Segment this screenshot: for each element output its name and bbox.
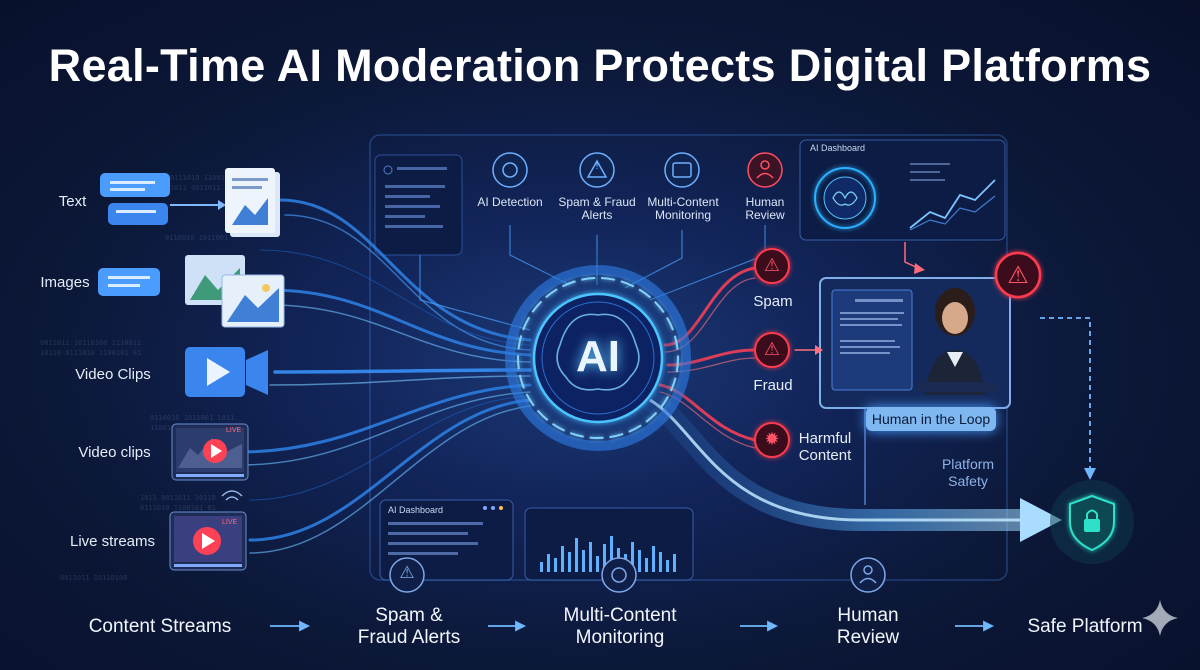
activity-bar <box>596 556 599 572</box>
pipeline-content-streams: Content Streams <box>88 616 232 637</box>
ai-hub-graphic <box>488 248 708 468</box>
pipeline-multi-line2: Monitoring <box>575 627 665 648</box>
warning-triangle-icon: ! <box>594 161 599 172</box>
activity-bar <box>645 558 648 572</box>
video-clips-2-graphic <box>171 423 249 481</box>
svg-text:0111010 1100101 01: 0111010 1100101 01 <box>140 504 216 512</box>
pipeline-spam-line1: Spam & <box>375 605 443 626</box>
activity-bar <box>631 542 634 572</box>
input-label-text: Text <box>58 193 87 210</box>
activity-bar <box>610 536 613 572</box>
page-title: Real-Time AI Moderation Protects Digital… <box>48 40 1152 91</box>
activity-bar <box>673 554 676 572</box>
svg-text:1011 0011011 10110: 1011 0011011 10110 <box>140 494 216 502</box>
activity-bar <box>652 546 655 572</box>
svg-text:10110 0111010 1100101 01: 10110 0111010 1100101 01 <box>40 349 141 357</box>
input-label-video-clips: Video Clips <box>75 366 151 383</box>
human-in-the-loop-badge: Human in the Loop <box>866 407 996 431</box>
pipeline-human-line2: Review <box>836 627 900 648</box>
feature-ai-detection: AI Detection <box>477 195 543 209</box>
input-label-live-streams: Live streams <box>69 533 156 550</box>
feature-human-line1: Human <box>745 195 785 209</box>
input-label-video-clips-2: Video clips <box>78 444 151 461</box>
top-feature-icons <box>492 152 783 188</box>
alert-badges <box>754 248 1042 458</box>
pipeline-icons <box>389 557 886 593</box>
video-clips-graphic <box>185 347 268 397</box>
svg-text:0111010 1100101: 0111010 1100101 <box>170 174 233 182</box>
activity-bar <box>575 538 578 572</box>
live-streams-graphic <box>169 490 247 571</box>
live-badge-1: LIVE <box>226 427 242 434</box>
sparkle-decoration <box>1142 600 1178 636</box>
svg-text:1011 0011011 10: 1011 0011011 10 <box>170 184 233 192</box>
feature-human-line2: Review <box>745 208 785 222</box>
pipeline-human-line1: Human <box>837 605 899 626</box>
activity-bar <box>547 554 550 572</box>
alert-label-harmful-line1: Harmful <box>798 430 852 447</box>
pipeline-multi-line1: Multi-Content <box>563 605 677 626</box>
activity-bar <box>540 562 543 572</box>
spam-alert-icon: ⚠ <box>763 255 781 276</box>
feature-multi-line2: Monitoring <box>654 208 712 222</box>
pipeline-safe-platform: Safe Platform <box>1027 616 1143 637</box>
activity-bar <box>666 560 669 572</box>
text-input-graphic <box>100 168 280 237</box>
activity-bar <box>589 542 592 572</box>
fraud-alert-icon: ⚠ <box>763 339 781 360</box>
bottom-dashboard-title: AI Dashboard <box>388 505 444 515</box>
activity-bar <box>561 546 564 572</box>
monitor-alert-icon: ⚠ <box>1007 261 1029 289</box>
activity-bar <box>659 552 662 572</box>
ai-hub-label: AI <box>576 332 620 381</box>
alert-label-harmful-line2: Content <box>798 447 852 464</box>
activity-bar <box>603 544 606 572</box>
top-dashboard-title: AI Dashboard <box>810 143 866 153</box>
alert-label-spam: Spam <box>753 293 793 310</box>
activity-bar <box>582 550 585 572</box>
activity-bar <box>568 552 571 572</box>
live-badge-2: LIVE <box>222 519 238 526</box>
svg-text:0110010 1011001: 0110010 1011001 <box>165 234 228 242</box>
platform-safety-line2: Safety <box>948 473 988 489</box>
alert-label-fraud: Fraud <box>753 377 793 394</box>
svg-text:0011011 10110100 1110011: 0011011 10110100 1110011 <box>40 339 141 347</box>
input-flow-lines <box>238 198 532 554</box>
activity-bar <box>554 558 557 572</box>
shield-graphic <box>1050 480 1134 564</box>
activity-bar <box>638 550 641 572</box>
pipeline-spam-line2: Fraud Alerts <box>357 627 461 648</box>
feature-spam-fraud-line1: Spam & Fraud <box>558 195 636 209</box>
pipeline-alert-icon: ⚠ <box>399 563 415 583</box>
svg-text:0110010 1011001 1011: 0110010 1011001 1011 <box>150 414 234 422</box>
svg-text:0011011 10110100: 0011011 10110100 <box>60 574 127 582</box>
feature-multi-line1: Multi-Content <box>647 195 719 209</box>
platform-safety-line1: Platform <box>941 456 995 472</box>
input-label-images: Images <box>40 274 90 291</box>
harmful-content-icon: ✹ <box>764 429 780 450</box>
images-input-graphic <box>98 255 285 328</box>
pipeline-arrows <box>270 620 995 632</box>
feature-spam-fraud-line2: Alerts <box>581 208 613 222</box>
